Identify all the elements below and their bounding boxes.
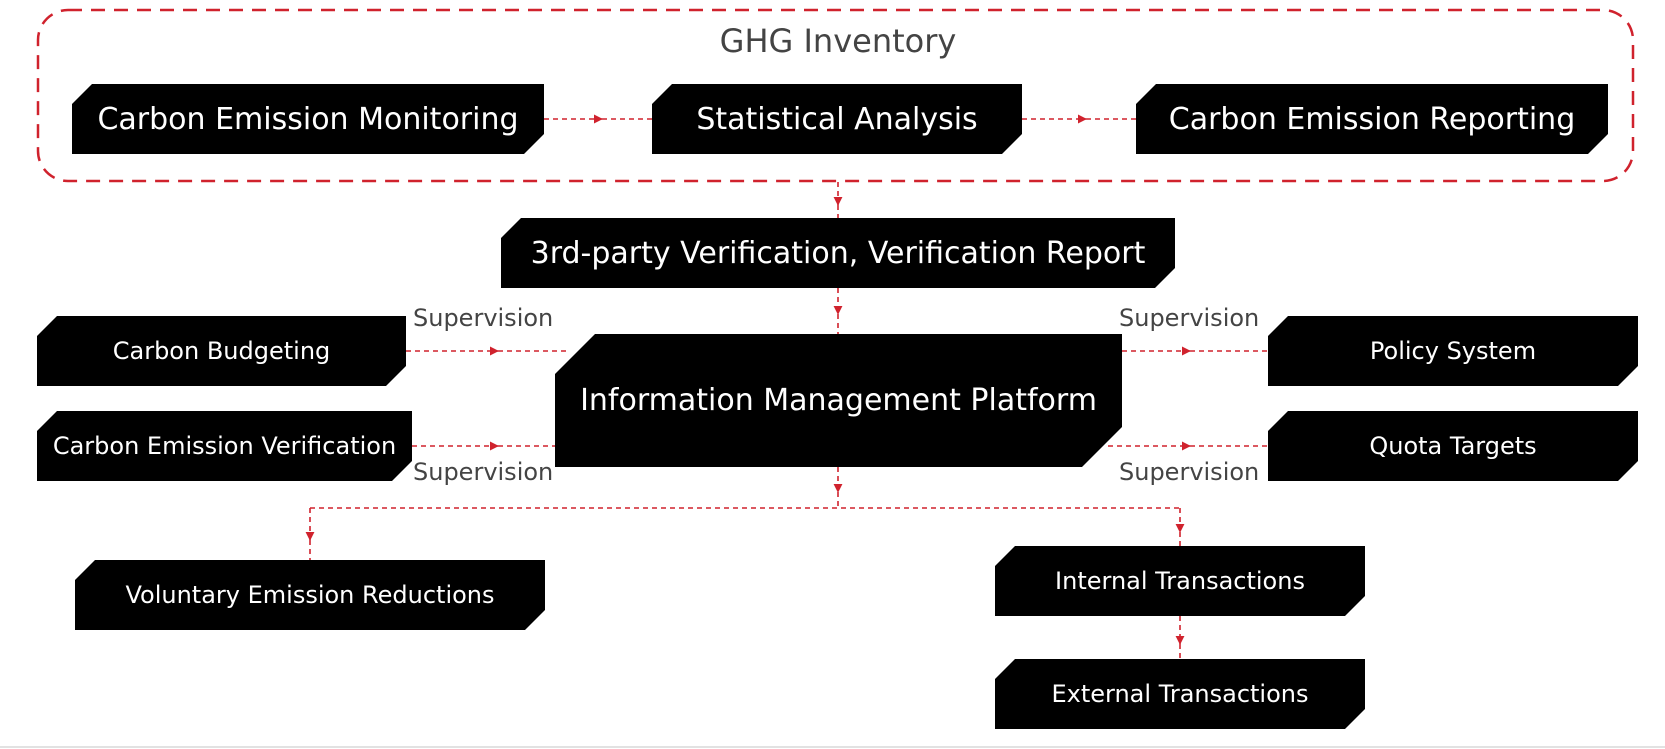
node-external-transactions: External Transactions — [995, 659, 1365, 729]
ghg-inventory-title: GHG Inventory — [719, 22, 957, 60]
node-policy-system: Policy System — [1268, 316, 1638, 386]
node-information-management-platform: Information Management Platform — [555, 334, 1122, 467]
ghg-inventory-group-border — [36, 8, 1635, 183]
node-voluntary-emission-reductions: Voluntary Emission Reductions — [75, 560, 545, 630]
node-quota-targets: Quota Targets — [1268, 411, 1638, 481]
edge-label-supervision-policy: Supervision — [1119, 304, 1260, 332]
node-carbon-budgeting: Carbon Budgeting — [37, 316, 406, 386]
node-carbon-emission-monitoring: Carbon Emission Monitoring — [72, 84, 544, 154]
edge-label-supervision-emission-verification: Supervision — [413, 458, 554, 486]
node-third-party-verification-report: 3rd-party Verification, Verification Rep… — [501, 218, 1175, 288]
node-internal-transactions: Internal Transactions — [995, 546, 1365, 616]
edge-label-supervision-quota: Supervision — [1119, 458, 1260, 486]
edge-label-supervision-budgeting: Supervision — [413, 304, 554, 332]
node-statistical-analysis: Statistical Analysis — [652, 84, 1022, 154]
node-carbon-emission-verification: Carbon Emission Verification — [37, 411, 412, 481]
node-carbon-emission-reporting: Carbon Emission Reporting — [1136, 84, 1608, 154]
